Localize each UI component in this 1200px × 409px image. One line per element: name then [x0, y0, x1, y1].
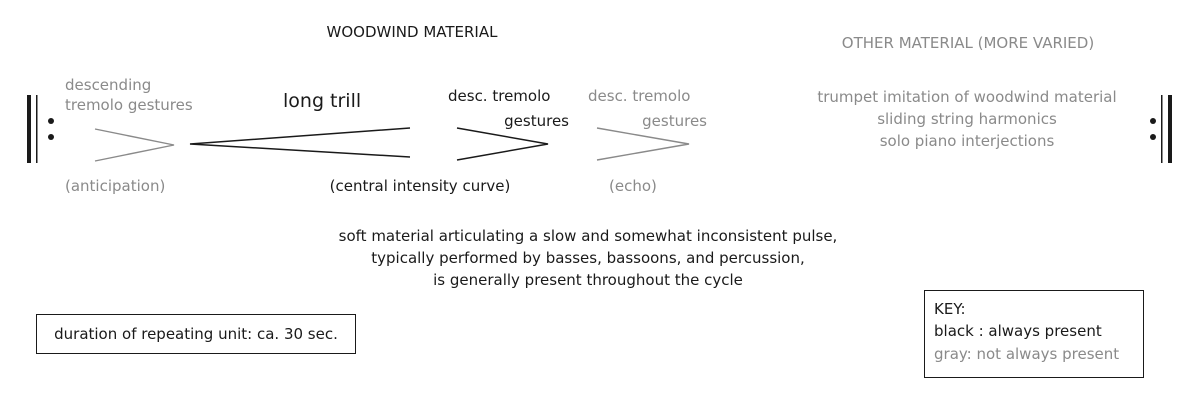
decrescendo-hairpin-anticipation: [94, 128, 175, 162]
key-title: KEY:: [934, 300, 966, 318]
heading-woodwind: WOODWIND MATERIAL: [327, 23, 499, 41]
crescendo-hairpin-long-trill: [189, 127, 411, 158]
desc-tremolo-black-line1: desc. tremolo: [448, 87, 550, 105]
desc-tremolo-gray-line2: gestures: [642, 112, 707, 130]
descending-label-line1: descending: [65, 76, 151, 94]
repeat-start-dot-bottom: [48, 134, 54, 140]
heading-other-material: OTHER MATERIAL (MORE VARIED): [842, 34, 1094, 52]
duration-box: [36, 314, 356, 354]
key-gray-entry: gray: not always present: [934, 345, 1119, 363]
central-intensity-curve-label: (central intensity curve): [330, 177, 511, 195]
decrescendo-hairpin-central: [456, 127, 549, 161]
key-box: [924, 290, 1144, 378]
echo-label: (echo): [609, 177, 657, 195]
other-material-item: trumpet imitation of woodwind material: [817, 88, 1116, 106]
repeat-start-thin-bar: [36, 95, 38, 163]
repeat-end-thick-bar: [1168, 95, 1172, 163]
anticipation-label: (anticipation): [65, 177, 165, 195]
repeat-end-thin-bar: [1161, 95, 1163, 163]
key-black-entry: black : always present: [934, 322, 1102, 340]
repeat-start-dot-top: [48, 118, 54, 124]
soft-material-line: typically performed by basses, bassoons,…: [371, 249, 805, 267]
soft-material-line: is generally present throughout the cycl…: [433, 271, 743, 289]
other-material-item: solo piano interjections: [880, 132, 1055, 150]
duration-label: duration of repeating unit: ca. 30 sec.: [54, 325, 338, 343]
repeat-start-thick-bar: [27, 95, 31, 163]
repeat-end-dot-bottom: [1150, 134, 1156, 140]
repeat-start-sign: [27, 95, 54, 163]
soft-material-line: soft material articulating a slow and so…: [339, 227, 838, 245]
descending-label-line2: tremolo gestures: [65, 96, 193, 114]
decrescendo-hairpin-echo: [596, 127, 690, 161]
repeat-end-sign: [1150, 95, 1172, 163]
other-material-item: sliding string harmonics: [877, 110, 1057, 128]
long-trill-label: long trill: [283, 90, 361, 112]
desc-tremolo-gray-line1: desc. tremolo: [588, 87, 690, 105]
repeat-end-dot-top: [1150, 118, 1156, 124]
desc-tremolo-black-line2: gestures: [504, 112, 569, 130]
